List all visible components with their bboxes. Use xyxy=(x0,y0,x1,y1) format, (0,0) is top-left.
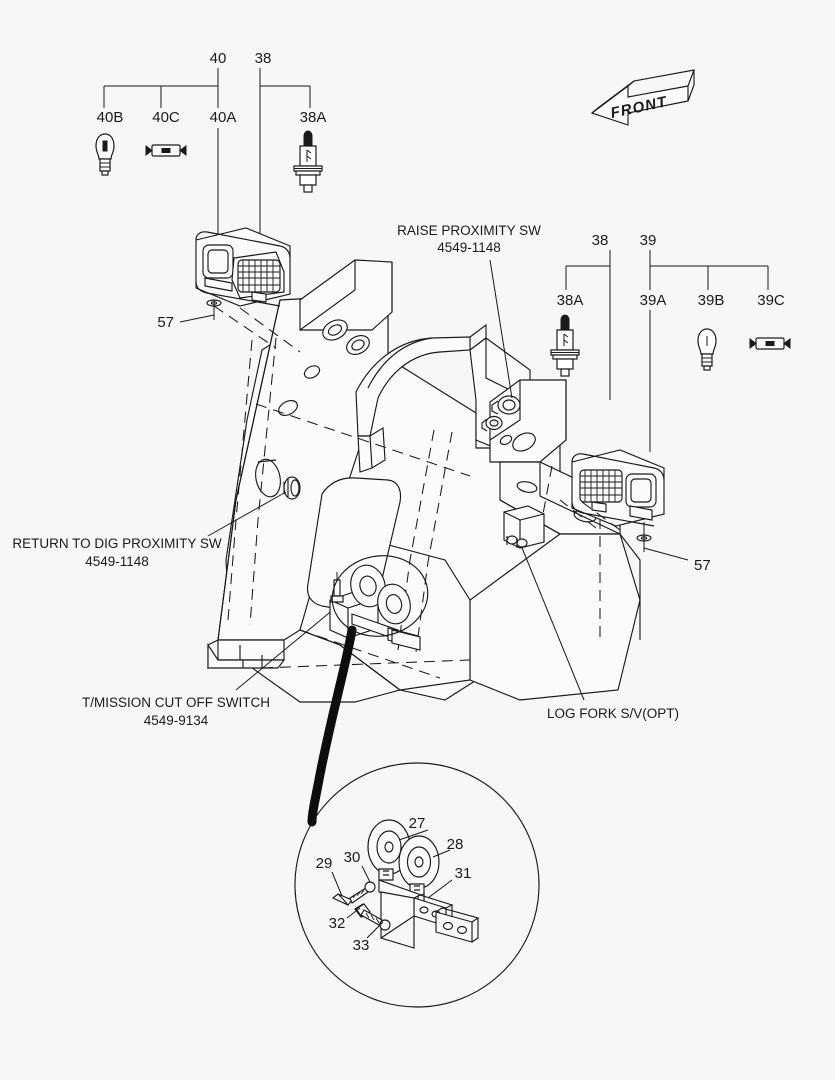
bolt-32 xyxy=(354,903,383,926)
detail-num-32: 32 xyxy=(329,915,346,932)
tmission-cutoff-switch-body xyxy=(329,555,429,651)
leader-tmission xyxy=(235,603,341,691)
callout-40C: 40C xyxy=(152,109,180,126)
leader-57-left xyxy=(179,314,215,323)
callout-39C: 39C xyxy=(757,292,785,309)
callout-38-left: 38 xyxy=(255,50,272,67)
callout-57-right: 57 xyxy=(694,557,711,574)
nut-30 xyxy=(364,881,376,893)
label-return-to-dig-number: 4549-1148 xyxy=(85,554,149,569)
callout-38-right: 38 xyxy=(592,232,609,249)
bulb-ba15-40b xyxy=(95,133,115,176)
lamp-right-mount-projection xyxy=(559,499,597,529)
leader-detail-33 xyxy=(366,921,384,939)
return-to-dig-proximity-switch-body xyxy=(283,476,301,500)
nut-33 xyxy=(379,919,391,931)
detail-num-27: 27 xyxy=(409,815,426,832)
callout-40A: 40A xyxy=(210,109,237,126)
label-return-to-dig-proximity-sw: RETURN TO DIG PROXIMITY SW 4549-1148 xyxy=(12,491,287,569)
label-raise-proximity-sw-title: RAISE PROXIMITY SW xyxy=(397,223,541,238)
leader-detail-28 xyxy=(432,849,451,858)
callout-tree-right xyxy=(565,250,769,452)
callout-57-left: 57 xyxy=(157,314,174,331)
hidden-edge-2 xyxy=(249,337,277,626)
leader-return-to-dig xyxy=(207,491,287,537)
front-arrow-marker: FRONT xyxy=(590,69,695,126)
raise-proximity-switch-body xyxy=(481,395,521,432)
detail-num-30: 30 xyxy=(344,849,361,866)
detail-num-28: 28 xyxy=(447,836,464,853)
horn-cable-connector-curve xyxy=(307,625,357,827)
label-tmission-number: 4549-9134 xyxy=(144,713,209,728)
leader-detail-31 xyxy=(427,879,453,899)
callout-39B: 39B xyxy=(698,292,725,309)
callout-38A-left: 38A xyxy=(300,109,327,126)
callout-labels-right: 38 39 38A 39A 39B 39C xyxy=(557,232,785,309)
hidden-edge-3 xyxy=(397,429,435,651)
leader-detail-27 xyxy=(398,829,429,841)
leader-log-fork xyxy=(517,537,585,701)
detail-num-33: 33 xyxy=(353,937,370,954)
bulb-festoon-40c xyxy=(145,144,187,157)
lamp-lens-grille-left xyxy=(231,251,285,299)
callout-labels-top-left: 40 38 40B 40C 40A 38A xyxy=(97,50,327,126)
leader-detail-29 xyxy=(331,871,343,897)
label-return-to-dig-title: RETURN TO DIG PROXIMITY SW xyxy=(12,536,222,551)
bulb-h4-38a-left xyxy=(293,130,323,193)
callout-39: 39 xyxy=(640,232,657,249)
bulb-festoon-39c xyxy=(749,337,791,350)
fastener-57-right xyxy=(636,522,652,552)
label-log-fork-sv: LOG FORK S/V(OPT) xyxy=(517,537,679,721)
leader-raise-proximity-sw xyxy=(489,259,513,399)
hidden-edge-7 xyxy=(299,629,441,679)
leader-detail-32 xyxy=(346,907,361,919)
label-tmission-cut-off-switch: T/MISSION CUT OFF SWITCH 4549-9134 xyxy=(82,603,341,728)
lamp-lens-grille-right xyxy=(579,469,623,503)
callout-57-right-group: 57 xyxy=(643,547,711,574)
detail-circle-horn-assembly: 27 28 29 30 31 32 33 xyxy=(294,762,540,1008)
callout-40B: 40B xyxy=(97,109,124,126)
label-tmission-title: T/MISSION CUT OFF SWITCH xyxy=(82,695,270,710)
bulb-h4-38a-right xyxy=(550,314,580,377)
hidden-edge-4 xyxy=(415,431,453,653)
work-lamp-right xyxy=(559,449,665,552)
callout-39A: 39A xyxy=(640,292,667,309)
leader-detail-30 xyxy=(361,865,371,883)
label-raise-proximity-sw-number: 4549-1148 xyxy=(437,240,501,255)
label-raise-proximity-sw: RAISE PROXIMITY SW 4549-1148 xyxy=(397,223,541,399)
callout-57-left-group: 57 xyxy=(157,314,215,331)
lamp-right-mount-projection-2 xyxy=(581,501,621,531)
callout-38A-right: 38A xyxy=(557,292,584,309)
bolt-29 xyxy=(331,887,369,906)
log-fork-valve-body xyxy=(503,505,545,549)
hidden-edge-5 xyxy=(255,403,471,477)
detail-num-29: 29 xyxy=(316,855,333,872)
fastener-57-left xyxy=(206,299,222,320)
label-log-fork-title: LOG FORK S/V(OPT) xyxy=(547,706,679,721)
leader-57-right xyxy=(643,547,689,561)
lamp-left-mount-projection-2 xyxy=(213,305,277,349)
bulb-ba15-39b xyxy=(697,328,717,371)
work-lamp-left xyxy=(195,227,301,353)
lamp-left-mount-projection xyxy=(239,307,301,353)
detail-num-31: 31 xyxy=(455,865,472,882)
callout-40: 40 xyxy=(210,50,227,67)
